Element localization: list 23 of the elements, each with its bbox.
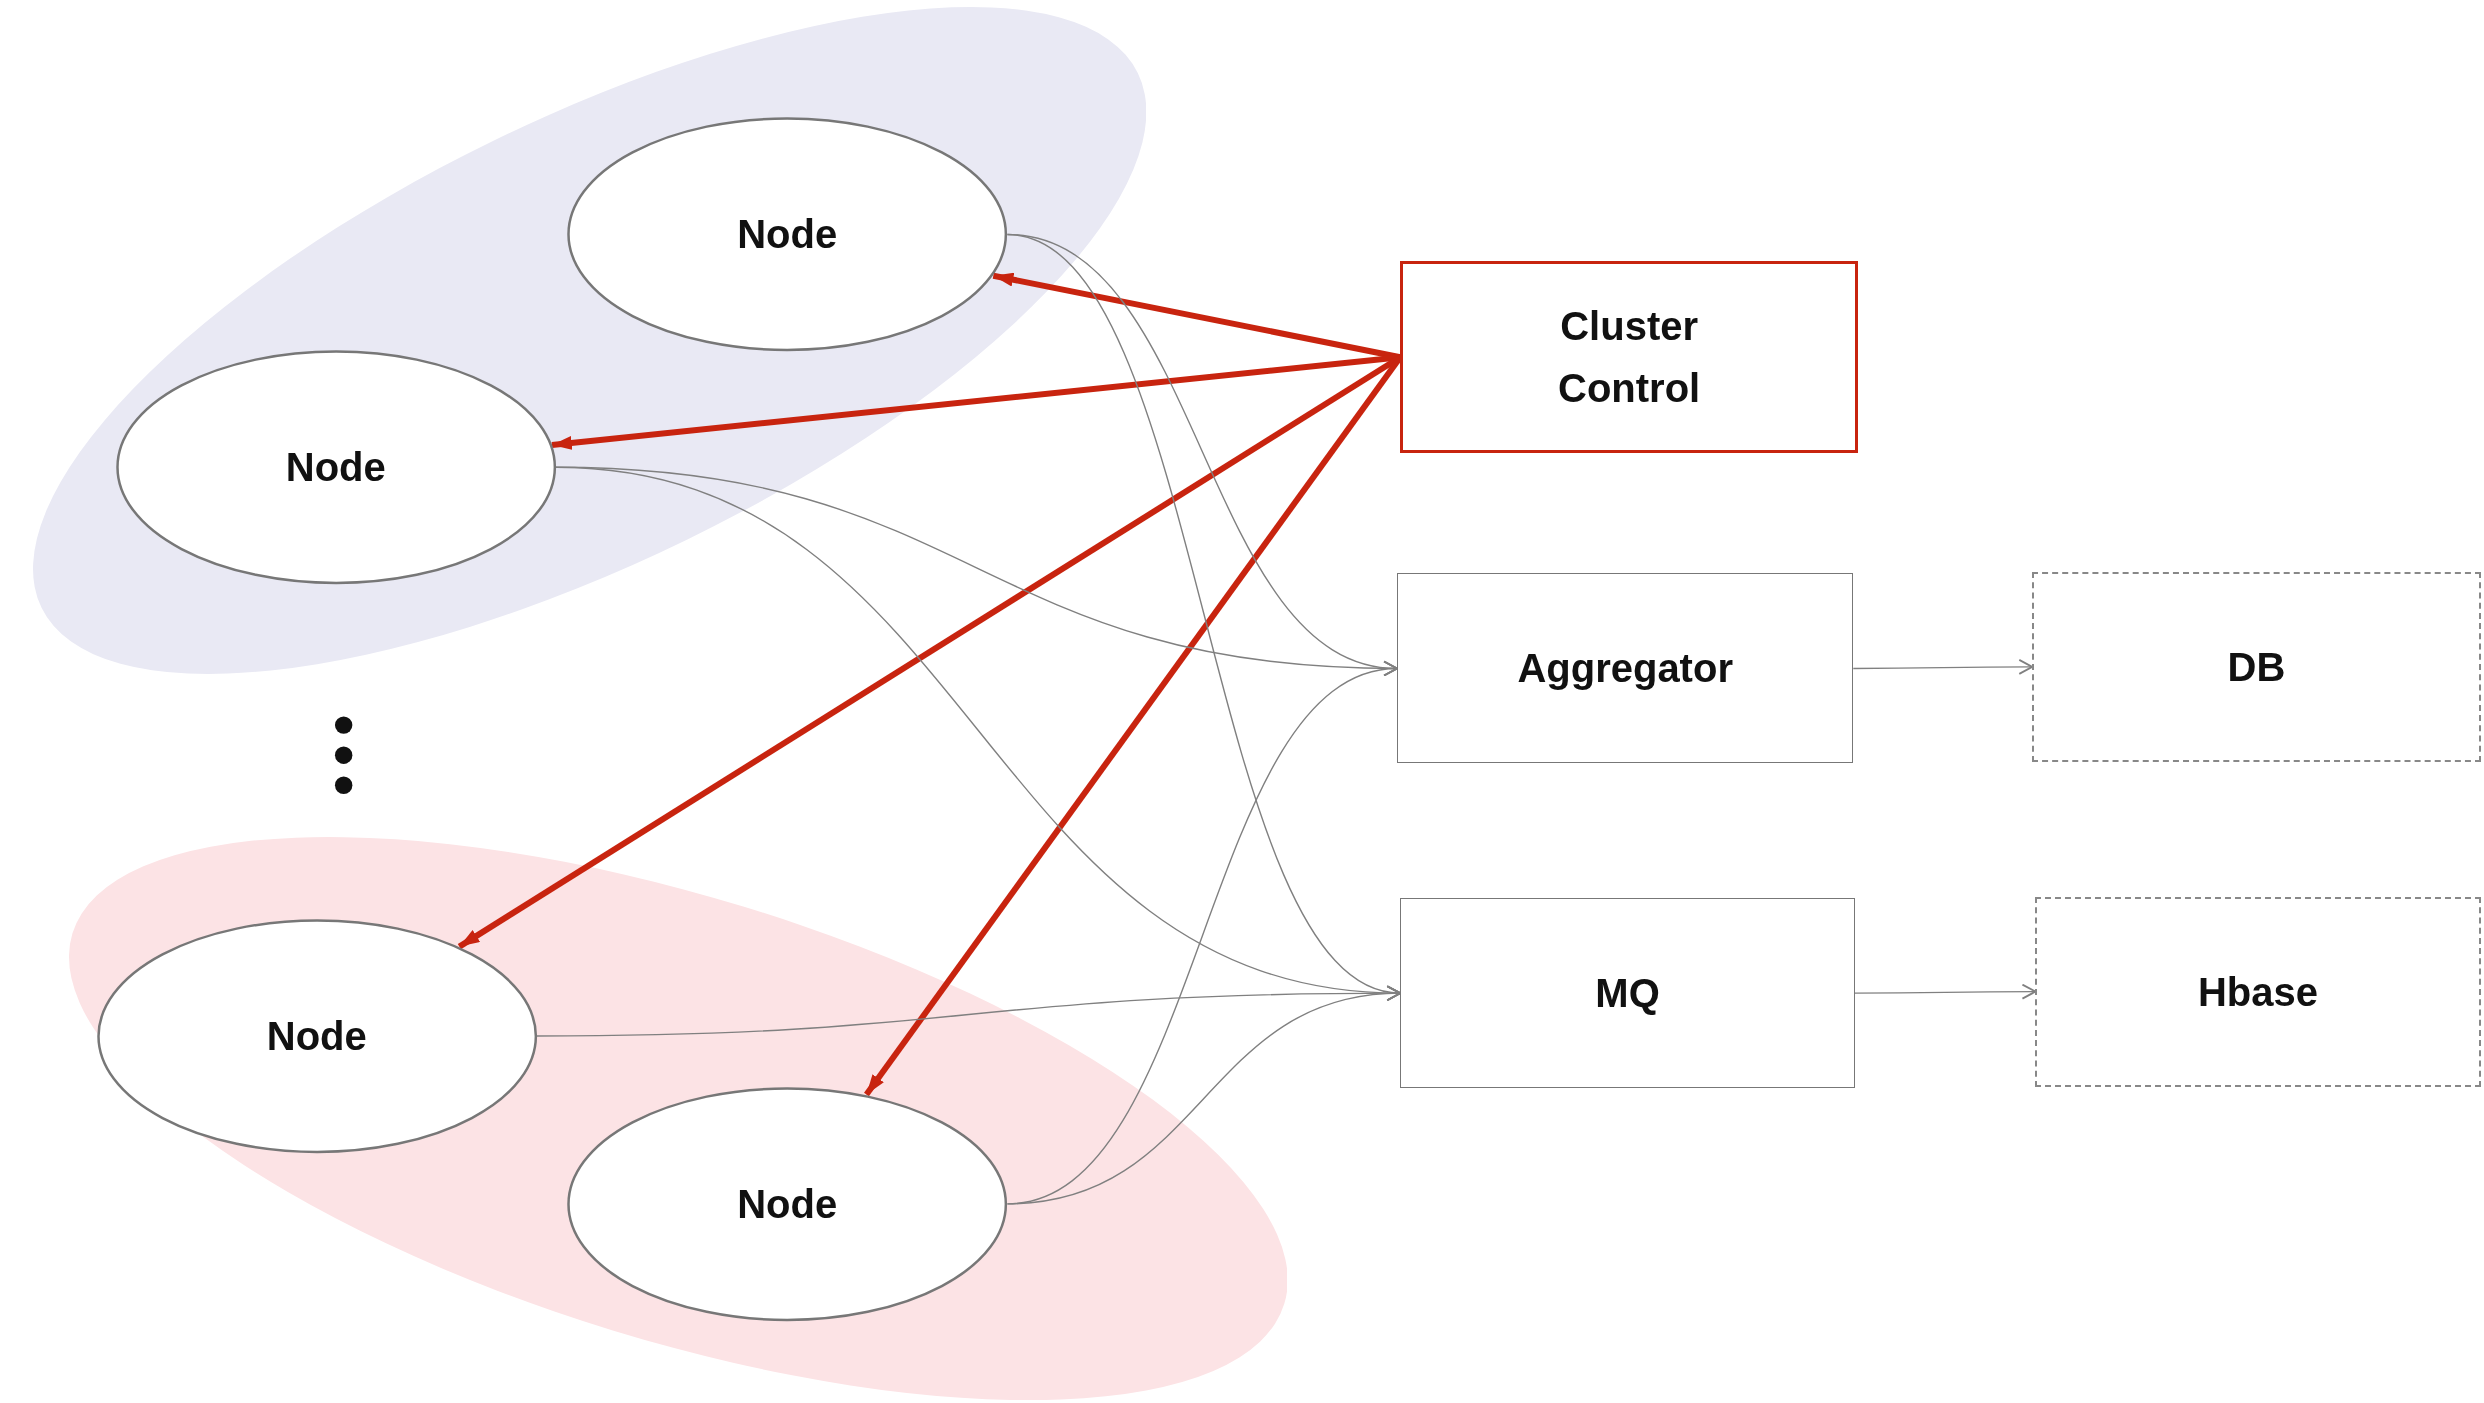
group-ellipse (68, 836, 1288, 1400)
node-label: Node (737, 211, 838, 259)
node-label: Hbase (2197, 968, 2318, 1016)
node-label: MQ (1595, 970, 1660, 1018)
node-label: Node (737, 1180, 838, 1228)
process-box (1400, 898, 1855, 1089)
arrow (1854, 983, 2037, 1000)
node-label: Node (285, 444, 386, 492)
node-label: Node (266, 1012, 367, 1060)
node-ellipse (96, 918, 537, 1154)
node-ellipse (567, 117, 1008, 352)
arrow (1852, 659, 2034, 675)
group-ellipse (32, 7, 1146, 674)
process-box (1400, 261, 1858, 453)
node-ellipse (567, 1086, 1008, 1322)
arrow (1006, 986, 1402, 1205)
node-label: DB (2227, 643, 2286, 691)
node-ellipse (115, 350, 556, 585)
dashed-box (2035, 896, 2481, 1087)
node-label: Aggregator (1517, 645, 1733, 693)
process-box (1397, 573, 1854, 764)
dashed-box (2032, 571, 2481, 762)
node-label: Cluster Control (1557, 303, 1702, 413)
